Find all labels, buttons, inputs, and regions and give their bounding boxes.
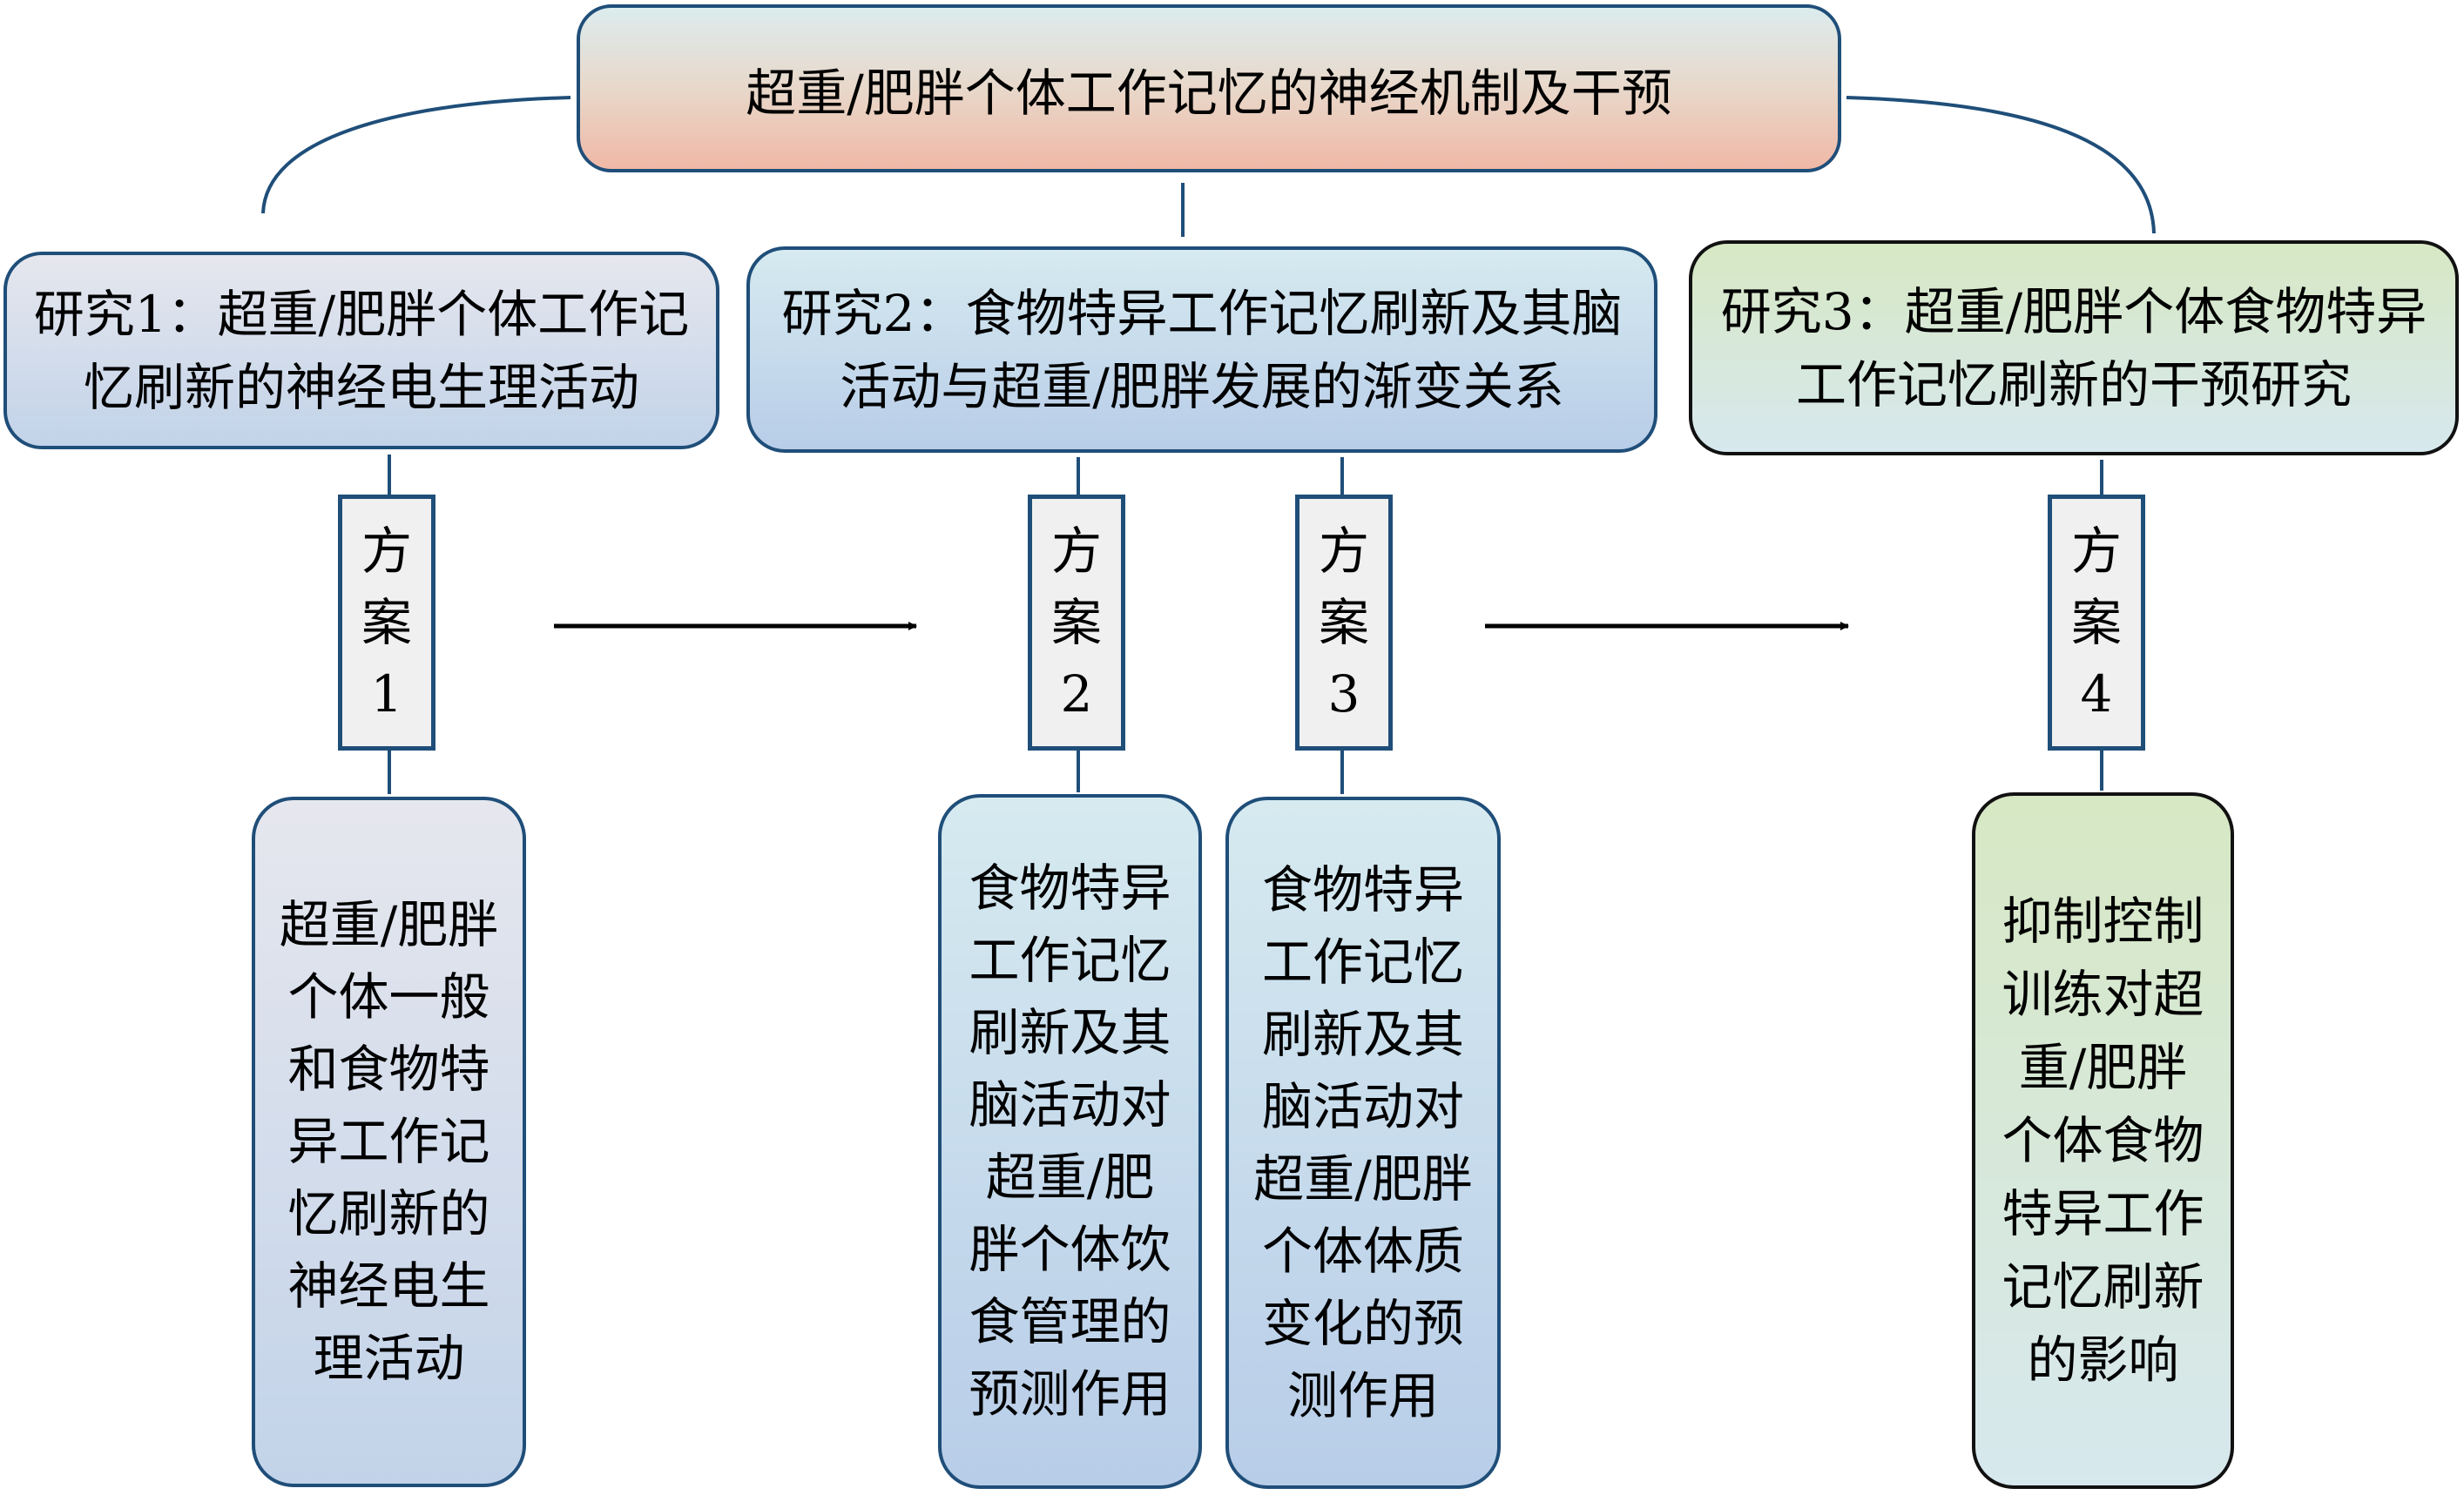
plan-2-number: 2: [1060, 664, 1093, 724]
plan-4-char: 方: [2070, 522, 2122, 581]
plan-4-char: 案: [2070, 593, 2122, 652]
plan-3-detail: 食物特异工作记忆刷新及其脑活动对超重/肥胖个体体质变化的预测作用: [1253, 859, 1473, 1425]
plan-2-char: 方: [1050, 522, 1102, 581]
plan-1-char: 方: [361, 522, 412, 581]
study-3-label: 研究3：超重/肥胖个体食物特异工作记忆刷新的干预研究: [1720, 281, 2427, 414]
study-1-box: 研究1：超重/肥胖个体工作记忆刷新的神经电生理活动: [3, 252, 719, 449]
plan-3-char: 案: [1318, 593, 1369, 652]
root-title-box: 超重/肥胖个体工作记忆的神经机制及干预: [577, 4, 1841, 172]
study-2-label: 研究2：食物特异工作记忆刷新及其脑活动与超重/肥胖发展的渐变关系: [781, 283, 1623, 416]
study-1-label: 研究1：超重/肥胖个体工作记忆刷新的神经电生理活动: [33, 284, 690, 417]
plan-1-detail-box: 超重/肥胖个体一般和食物特异工作记忆刷新的神经电生理活动: [252, 797, 526, 1487]
plan-1-number: 1: [370, 664, 403, 724]
plan-3-detail-box: 食物特异工作记忆刷新及其脑活动对超重/肥胖个体体质变化的预测作用: [1225, 797, 1501, 1489]
plan-4-detail-box: 抑制控制训练对超重/肥胖个体食物特异工作记忆刷新的影响: [1972, 792, 2234, 1489]
plan-3-box: 方 案 3: [1295, 495, 1393, 751]
plan-4-detail: 抑制控制训练对超重/肥胖个体食物特异工作记忆刷新的影响: [2002, 892, 2204, 1390]
plan-3-number: 3: [1327, 664, 1360, 724]
plan-4-box: 方 案 4: [2048, 495, 2145, 751]
plan-2-box: 方 案 2: [1028, 495, 1125, 751]
study-2-box: 研究2：食物特异工作记忆刷新及其脑活动与超重/肥胖发展的渐变关系: [746, 246, 1657, 453]
plan-2-char: 案: [1050, 593, 1102, 652]
connector-root-study3: [1846, 96, 2156, 234]
plan-1-char: 案: [361, 593, 412, 652]
plan-4-number: 4: [2080, 664, 2113, 724]
plan-1-box: 方 案 1: [338, 495, 435, 751]
plan-2-detail: 食物特异工作记忆刷新及其脑活动对超重/肥胖个体饮食管理的预测作用: [969, 859, 1171, 1424]
plan-1-detail: 超重/肥胖个体一般和食物特异工作记忆刷新的神经电生理活动: [279, 895, 499, 1388]
root-title: 超重/肥胖个体工作记忆的神经机制及干预: [746, 63, 1672, 123]
plan-2-detail-box: 食物特异工作记忆刷新及其脑活动对超重/肥胖个体饮食管理的预测作用: [938, 794, 1202, 1489]
connector-root-study1: [261, 96, 571, 214]
study-3-box: 研究3：超重/肥胖个体食物特异工作记忆刷新的干预研究: [1689, 240, 2459, 455]
plan-3-char: 方: [1318, 522, 1369, 581]
